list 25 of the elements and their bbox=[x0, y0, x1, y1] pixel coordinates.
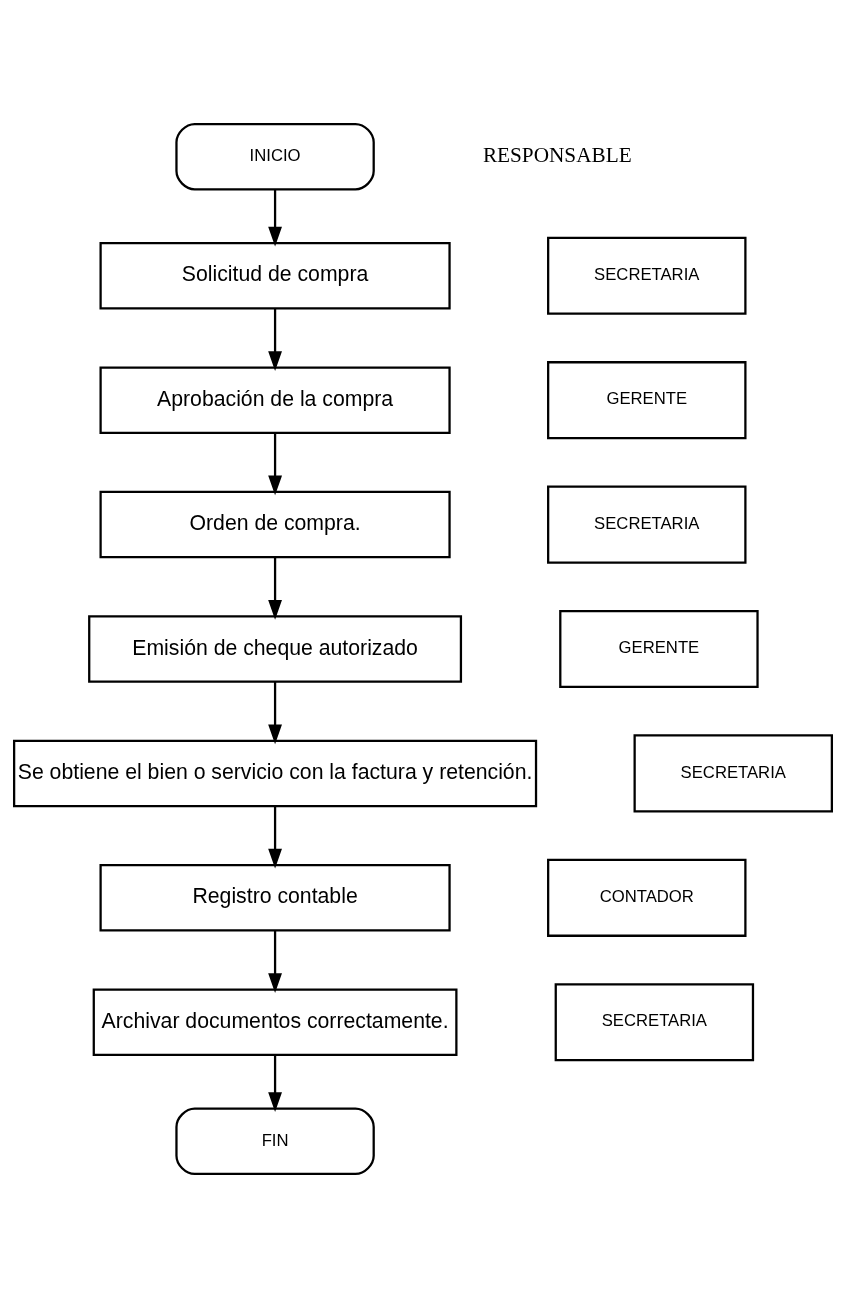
arrow bbox=[268, 432, 282, 495]
node-box: Aprobación de la compra bbox=[99, 365, 451, 434]
arrow bbox=[268, 1054, 282, 1112]
node-box: SECRETARIA bbox=[547, 485, 747, 564]
node-box: Registro contable bbox=[99, 863, 451, 932]
node-box: SECRETARIA bbox=[554, 982, 755, 1061]
node-box: Se obtiene el bien o servicio con la factura y retención. bbox=[13, 739, 538, 807]
arrow bbox=[268, 188, 282, 247]
arrow bbox=[268, 308, 282, 371]
node-box: Solicitud de compra bbox=[99, 241, 451, 310]
label: RESPONSABLE bbox=[482, 142, 632, 167]
node-box: Emisión de cheque autorizado bbox=[88, 614, 463, 683]
node-box: GERENTE bbox=[547, 360, 747, 439]
arrow bbox=[268, 681, 282, 744]
node-box: SECRETARIA bbox=[633, 733, 833, 812]
node-box: SECRETARIA bbox=[547, 236, 747, 315]
node-box: GERENTE bbox=[559, 609, 759, 688]
arrow bbox=[268, 930, 282, 993]
arrow bbox=[268, 805, 282, 869]
node-box: Orden de compra. bbox=[99, 490, 451, 558]
arrow bbox=[268, 556, 282, 620]
node-box: INICIO bbox=[175, 122, 375, 190]
node-box: Archivar documentos correctamente. bbox=[92, 987, 458, 1056]
node-box: FIN bbox=[175, 1107, 375, 1175]
node-box: CONTADOR bbox=[547, 858, 747, 937]
